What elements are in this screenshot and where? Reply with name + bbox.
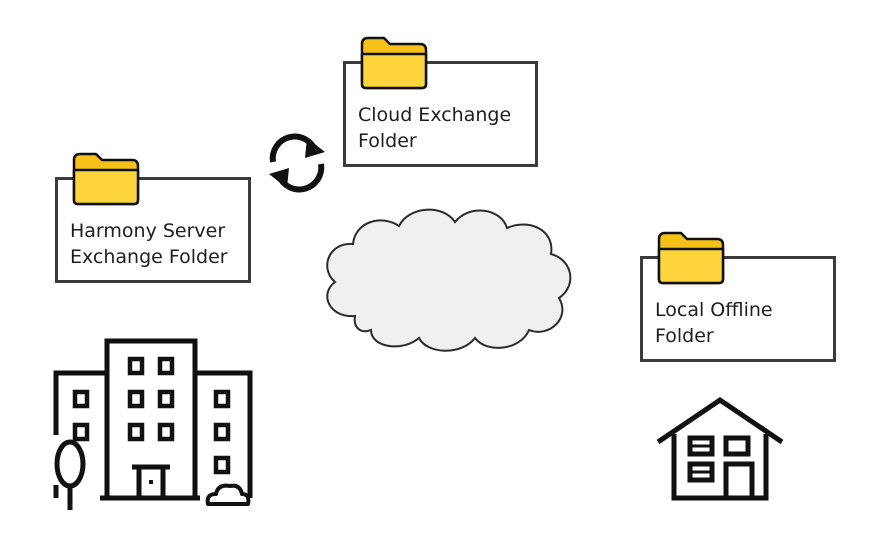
office-building-icon <box>53 338 253 501</box>
folder-icon <box>72 152 140 206</box>
house-icon <box>656 396 784 501</box>
folder-icon <box>657 231 725 285</box>
cloud-exchange-folder-box: Cloud Exchange Folder <box>343 61 538 167</box>
local-offline-folder-label-line1: Local Offline <box>655 299 773 321</box>
tree-icon <box>54 439 86 510</box>
sync-arrows-icon <box>269 133 325 193</box>
folder-icon <box>360 36 428 90</box>
harmony-server-folder-label: Harmony Server Exchange Folder <box>70 218 228 270</box>
local-offline-folder-label-line2: Folder <box>655 325 714 347</box>
harmony-server-folder-box: Harmony Server Exchange Folder <box>55 177 251 283</box>
cloud-exchange-folder-label-line1: Cloud Exchange <box>358 104 512 126</box>
harmony-server-folder-label-line1: Harmony Server <box>70 220 226 242</box>
harmony-server-folder-label-line2: Exchange Folder <box>70 246 228 268</box>
cloud-exchange-folder-label: Cloud Exchange Folder <box>358 102 511 154</box>
bush-icon <box>205 483 251 506</box>
local-offline-folder-label: Local Offline Folder <box>655 297 773 349</box>
cloud-exchange-folder-label-line2: Folder <box>358 130 417 152</box>
cloud-icon <box>326 208 572 352</box>
